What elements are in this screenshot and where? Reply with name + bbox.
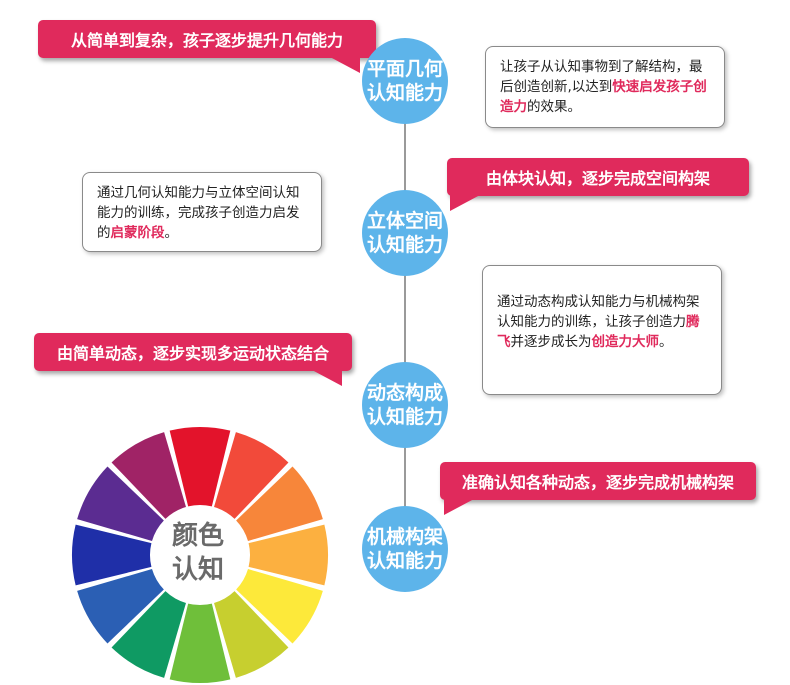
stage-solid-space: 立体空间 认知能力	[362, 190, 448, 276]
description-box-2: 通过几何认知能力与立体空间认知能力的训练，完成孩子创造力启发的启蒙阶段。	[82, 172, 322, 252]
box-highlight-2: 创造力大师	[591, 334, 660, 350]
stage-line2: 认知能力	[366, 406, 443, 428]
wheel-line1: 颜色	[171, 521, 224, 551]
stage-line1: 立体空间	[366, 210, 443, 232]
stage-line1: 机械构架	[366, 526, 443, 548]
color-wheel-segment	[236, 466, 323, 541]
stage-line1: 平面几何	[366, 58, 443, 80]
color-wheel-segment	[72, 524, 152, 586]
stage-line2: 认知能力	[366, 82, 443, 104]
box-text-mid: 并逐步成长为	[510, 334, 592, 350]
box-text-end: 的效果。	[527, 99, 581, 115]
box-text: 通过动态构成认知能力与机械构架认知能力的训练，让孩子创造力	[497, 294, 700, 330]
banner-tail	[450, 195, 480, 211]
stage-mechanical: 机械构架 认知能力	[362, 506, 448, 592]
wheel-line2: 认知	[171, 555, 224, 585]
color-wheel-segment	[169, 603, 231, 683]
stage-line2: 认知能力	[366, 550, 443, 572]
color-wheel-segment	[111, 432, 186, 519]
color-wheel-segment	[169, 427, 231, 507]
color-wheel-segment	[214, 432, 289, 519]
color-wheel-segment	[77, 569, 164, 644]
box-highlight: 快速启发孩子创造力	[500, 79, 707, 115]
banner-solid-space: 由体块认知，逐步完成空间构架	[447, 158, 749, 196]
box-text: 通过几何认知能力与立体空间认知能力的训练，完成孩子创造力启发的	[97, 185, 300, 241]
description-box-3: 通过动态构成认知能力与机械构架认知能力的训练，让孩子创造力腾飞并逐步成长为创造力…	[482, 265, 722, 395]
banner-tail	[312, 370, 342, 386]
stage-line1: 动态构成	[366, 382, 443, 404]
banner-plane-geometry: 从简单到复杂，孩子逐步提升几何能力	[38, 20, 376, 58]
color-wheel-segment	[77, 466, 164, 541]
box-highlight: 启蒙阶段	[110, 225, 165, 241]
stage-plane-geometry: 平面几何 认知能力	[362, 38, 448, 124]
banner-dynamic: 由简单动态，逐步实现多运动状态结合	[34, 333, 352, 371]
color-wheel-segment	[111, 591, 186, 678]
color-wheel-label: 颜色 认知	[150, 505, 246, 601]
banner-tail	[330, 57, 360, 73]
color-wheel	[72, 427, 328, 683]
timeline-line	[404, 60, 406, 580]
color-wheel-segment	[214, 591, 289, 678]
stage-line2: 认知能力	[366, 234, 443, 256]
banner-mechanical: 准确认知各种动态，逐步完成机械构架	[440, 462, 756, 500]
color-wheel-segment	[236, 569, 323, 644]
description-box-1: 让孩子从认知事物到了解结构，最后创造创新,以达到快速启发孩子创造力的效果。	[485, 46, 725, 128]
box-highlight: 腾飞	[497, 314, 700, 350]
color-wheel-segment	[248, 524, 328, 586]
banner-tail	[444, 499, 474, 515]
stage-dynamic: 动态构成 认知能力	[362, 362, 448, 448]
box-text-end: 。	[659, 334, 673, 350]
box-text-end: 。	[164, 225, 179, 241]
box-text: 让孩子从认知事物到了解结构，最后创造创新,以达到	[500, 59, 703, 95]
